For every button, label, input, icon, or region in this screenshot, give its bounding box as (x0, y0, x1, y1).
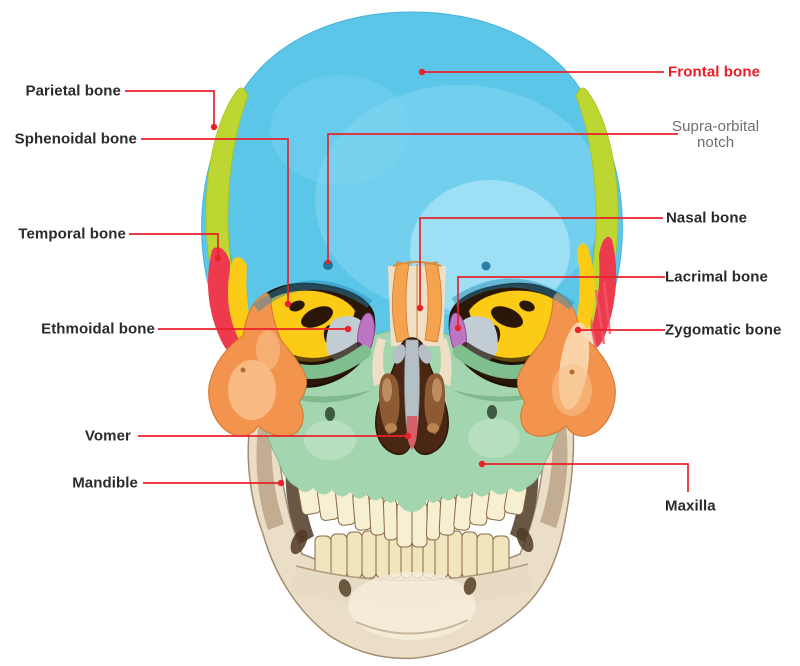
label-temporal-bone: Temporal bone (18, 225, 126, 243)
infraorbital-foramen-left (325, 407, 335, 421)
leader-sphenoidal (141, 138, 289, 304)
leader-maxilla (482, 463, 689, 492)
nasal-bone-shape (372, 261, 452, 386)
label-nasal-bone: Nasal bone (666, 209, 748, 227)
label-vomer: Vomer (84, 427, 131, 445)
mental-foramen-right (463, 577, 477, 595)
label-supraorbital-line2: notch (696, 134, 735, 151)
leader-nasal (419, 217, 663, 308)
leader-temporal (129, 233, 219, 258)
label-parietal-bone: Parietal bone (25, 82, 121, 100)
label-mandible: Mandible (72, 474, 138, 492)
brow-ridge-left (253, 280, 373, 312)
leader-parietal (125, 90, 215, 127)
vomer-shape (406, 416, 418, 450)
zygomatic-bone-shape (208, 292, 616, 437)
mouth-corner-left (290, 529, 308, 555)
upper-gum (296, 476, 528, 512)
label-supraorbital-notch: Supra-orbital notch (672, 119, 759, 151)
leader-lines (125, 68, 689, 492)
label-frontal-bone: Frontal bone (668, 63, 761, 81)
mandible-gum (292, 563, 532, 640)
label-maxilla: Maxilla (665, 497, 716, 515)
label-zygomatic-bone: Zygomatic bone (665, 321, 782, 339)
label-ethmoidal-bone: Ethmoidal bone (41, 320, 155, 338)
label-sphenoidal-bone: Sphenoidal bone (14, 130, 137, 148)
nasal-aperture (375, 337, 449, 455)
mental-foramen-left (338, 579, 352, 597)
upper-teeth (297, 482, 528, 548)
label-supraorbital-line1: Supra-orbital (672, 118, 760, 135)
infraorbital-foramen-right (487, 405, 497, 419)
brow-ridge-right (451, 278, 575, 310)
leader-supraorbital (327, 133, 678, 262)
supraorbital-notch-right (481, 261, 491, 271)
label-lacrimal-bone: Lacrimal bone (665, 268, 768, 286)
mouth-corner-right (516, 527, 534, 553)
leader-lacrimal (457, 276, 665, 328)
supraorbital-notch-left (323, 260, 333, 270)
